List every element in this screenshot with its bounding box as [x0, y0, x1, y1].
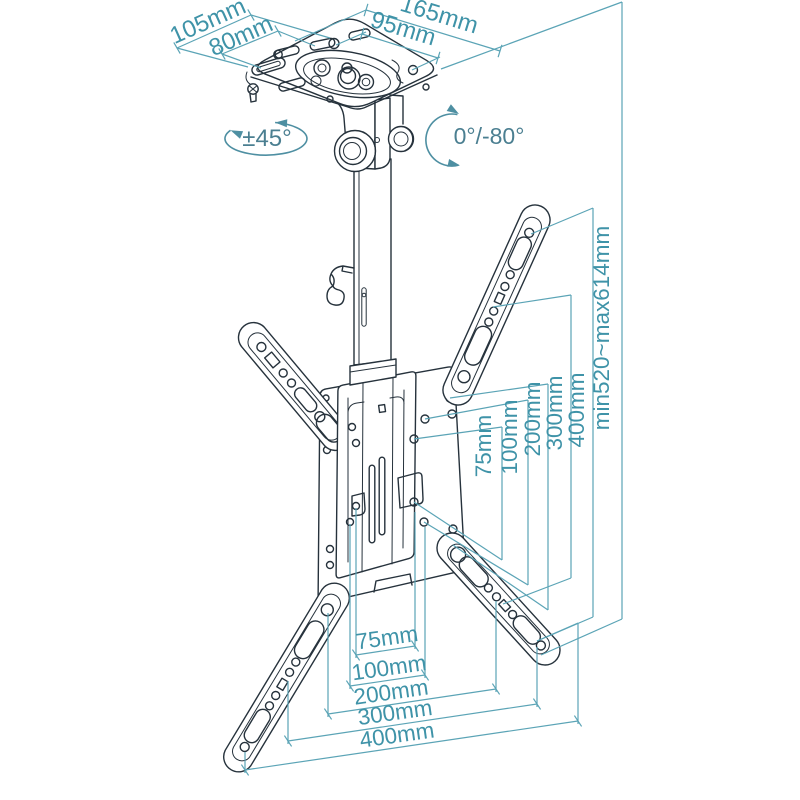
- dim-165mm: [294, 3, 503, 58]
- dim-label: min520~max614mm: [589, 226, 614, 430]
- dim-label: 300mm: [542, 375, 567, 450]
- dim-105mm: [173, 9, 331, 68]
- dim-label: 200mm: [520, 381, 545, 456]
- arm-upper-left: [237, 321, 352, 452]
- swivel-annotation: [224, 119, 308, 156]
- dim-height-range: [440, 1, 623, 656]
- dim-label: ±45°: [242, 125, 291, 152]
- dim-label: 400mm: [564, 372, 589, 447]
- arm-lower-right: [436, 532, 561, 666]
- vesa-vertical-dims: [413, 207, 594, 642]
- pole-outer-tube: [349, 358, 397, 386]
- dim-80mm: [218, 25, 316, 69]
- arm-upper-right: [442, 204, 551, 406]
- arm-lower-left: [223, 582, 350, 773]
- plate-bolts: [310, 59, 375, 91]
- dim-label: 0°/-80°: [454, 123, 525, 149]
- pole-upper: [353, 158, 392, 366]
- dim-95mm: [335, 27, 441, 71]
- dim-label: 100mm: [497, 399, 522, 474]
- hook: [326, 265, 355, 306]
- dim-label: 75mm: [471, 415, 496, 478]
- corner-screw: [247, 83, 259, 103]
- hinge-boss: [387, 125, 415, 153]
- tilt-annotation: [425, 104, 460, 167]
- dim-label: 75mm: [354, 621, 419, 654]
- tilt-knob: [333, 129, 377, 173]
- vesa-horizontal-dims: [240, 508, 583, 776]
